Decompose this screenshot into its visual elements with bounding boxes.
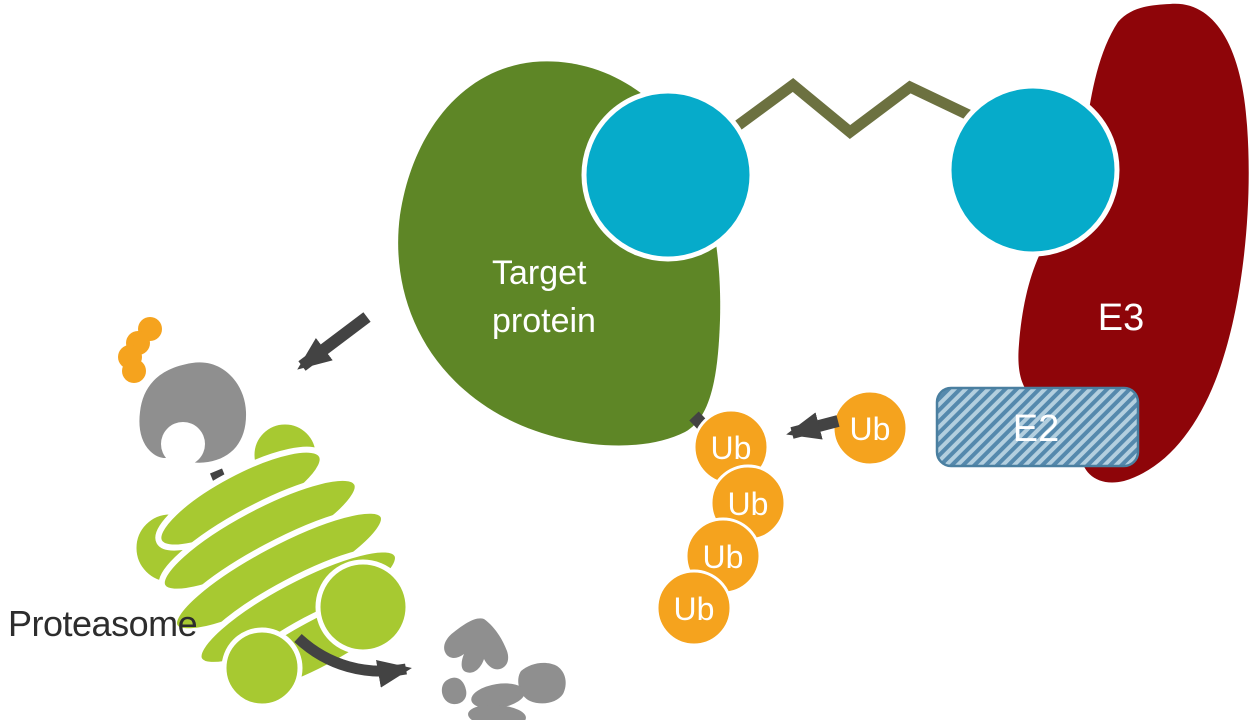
e3-label: E3	[1098, 297, 1144, 339]
target-protein-label-line1: Target	[492, 254, 587, 292]
tagged-protein-bite	[161, 422, 205, 466]
e3-ligase-blob	[1018, 3, 1249, 483]
ubiquitin-chain-3-label: Ub	[703, 539, 744, 575]
e3-ligand-ball	[946, 83, 1120, 257]
fragment-1	[444, 618, 509, 673]
fragment-5	[468, 704, 526, 720]
degradation-output-arrow	[294, 633, 412, 688]
ubiquitin-chain-2-label: Ub	[728, 486, 769, 522]
mini-ubiquitin-4	[122, 359, 146, 383]
linker-zigzag	[721, 78, 978, 140]
proteasome-label: Proteasome	[8, 603, 197, 644]
proteasome-cap-bottom	[221, 627, 303, 709]
fragment-2	[518, 662, 566, 704]
fragment-3	[441, 677, 467, 705]
fragment-4	[471, 683, 525, 709]
ubiquitin-transfer-arrow	[786, 412, 840, 440]
proteasome-cap-right	[315, 559, 411, 655]
e2-enzyme-box	[935, 386, 1140, 468]
peptide-fragments	[441, 618, 566, 720]
target-protein-label-line2: protein	[492, 302, 596, 340]
proteasome-complex	[131, 419, 411, 709]
target-ligand-ball	[581, 88, 755, 262]
to-proteasome-arrow	[297, 312, 371, 371]
ubiquitin-chain-1-label: Ub	[711, 430, 752, 466]
ubiquitin-chain-4	[655, 569, 733, 647]
free-ubiquitin-label: Ub	[850, 411, 891, 447]
ubiquitin-chain-4-label: Ub	[674, 591, 715, 627]
e2-label: E2	[1013, 408, 1059, 450]
